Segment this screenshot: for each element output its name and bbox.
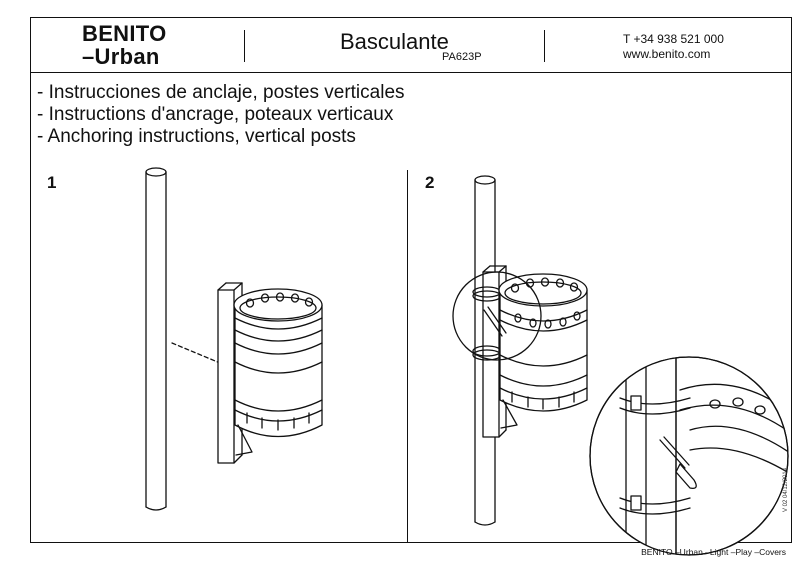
brand-logo: BENITO –Urban bbox=[82, 22, 167, 68]
footer-brand-lines: BENITO –Urban –Light –Play –Covers bbox=[641, 547, 786, 557]
step-1-number: 1 bbox=[47, 173, 57, 192]
contact-info: T +34 938 521 000 www.benito.com bbox=[623, 32, 724, 62]
product-code: PA623P bbox=[442, 51, 482, 63]
strap-band-icon bbox=[619, 397, 691, 415]
step-1-illustration bbox=[145, 167, 323, 511]
vertical-post-icon bbox=[145, 167, 167, 511]
detail-callout-circle bbox=[452, 271, 542, 361]
screwdriver-icon bbox=[483, 306, 507, 337]
header-separator-left bbox=[244, 30, 245, 62]
step-2-illustration bbox=[452, 175, 789, 556]
step-2-number: 2 bbox=[425, 173, 435, 192]
detail-magnified-view bbox=[589, 356, 789, 556]
instruction-fr: - Instructions d'ancrage, poteaux vertic… bbox=[37, 104, 394, 125]
screwdriver-icon bbox=[659, 436, 690, 469]
litter-bin-icon bbox=[233, 288, 323, 456]
header-divider bbox=[30, 72, 792, 73]
brand-name: BENITO bbox=[82, 21, 167, 46]
phone-number: T +34 938 521 000 bbox=[623, 32, 724, 46]
steps-divider bbox=[407, 170, 408, 543]
instruction-en: - Anchoring instructions, vertical posts bbox=[37, 126, 356, 147]
product-name: Basculante bbox=[340, 29, 449, 54]
instructions-list: - Instrucciones de anclaje, postes verti… bbox=[37, 82, 405, 148]
sheet-frame bbox=[30, 17, 792, 543]
instruction-es: - Instrucciones de anclaje, postes verti… bbox=[37, 82, 405, 103]
header-separator-right bbox=[544, 30, 545, 62]
litter-bin-icon bbox=[498, 273, 588, 429]
alignment-guide bbox=[171, 342, 233, 369]
website-link: www.benito.com bbox=[623, 47, 711, 61]
version-note: V 02 04/12/2014 bbox=[783, 467, 789, 512]
brand-subline: –Urban bbox=[82, 44, 160, 69]
